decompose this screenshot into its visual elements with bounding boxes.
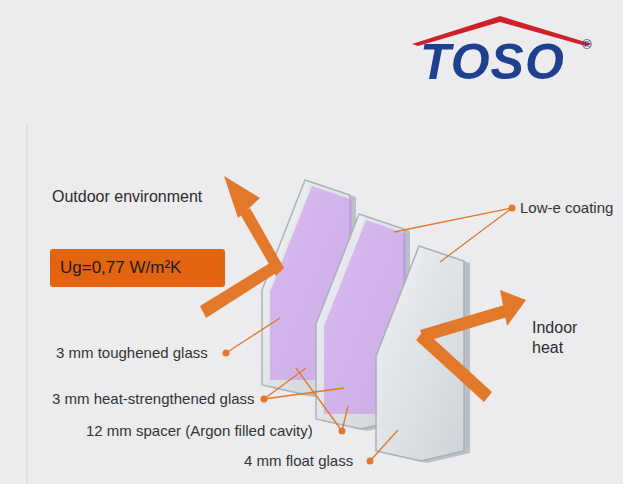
margin-rule	[27, 124, 28, 484]
part-label: Low-e coating	[520, 199, 613, 217]
inner-pane	[376, 246, 470, 463]
value-badge: Ug=0,77 W/m²K	[50, 249, 225, 287]
part-label: 3 mm heat-strengthened glass	[52, 390, 255, 408]
registered-mark: ®	[582, 38, 592, 52]
region-label: Outdoor environment	[52, 188, 202, 206]
logo-text: TOSO	[420, 36, 565, 88]
part-label: 3 mm toughened glass	[56, 344, 208, 362]
u-value-text: Ug=0,77 W/m²K	[60, 258, 181, 278]
part-label: 12 mm spacer (Argon filled cavity)	[86, 422, 313, 440]
region-label: Indoor heat	[532, 318, 592, 358]
heat-arrows	[200, 176, 526, 402]
part-label: 4 mm float glass	[244, 452, 353, 470]
